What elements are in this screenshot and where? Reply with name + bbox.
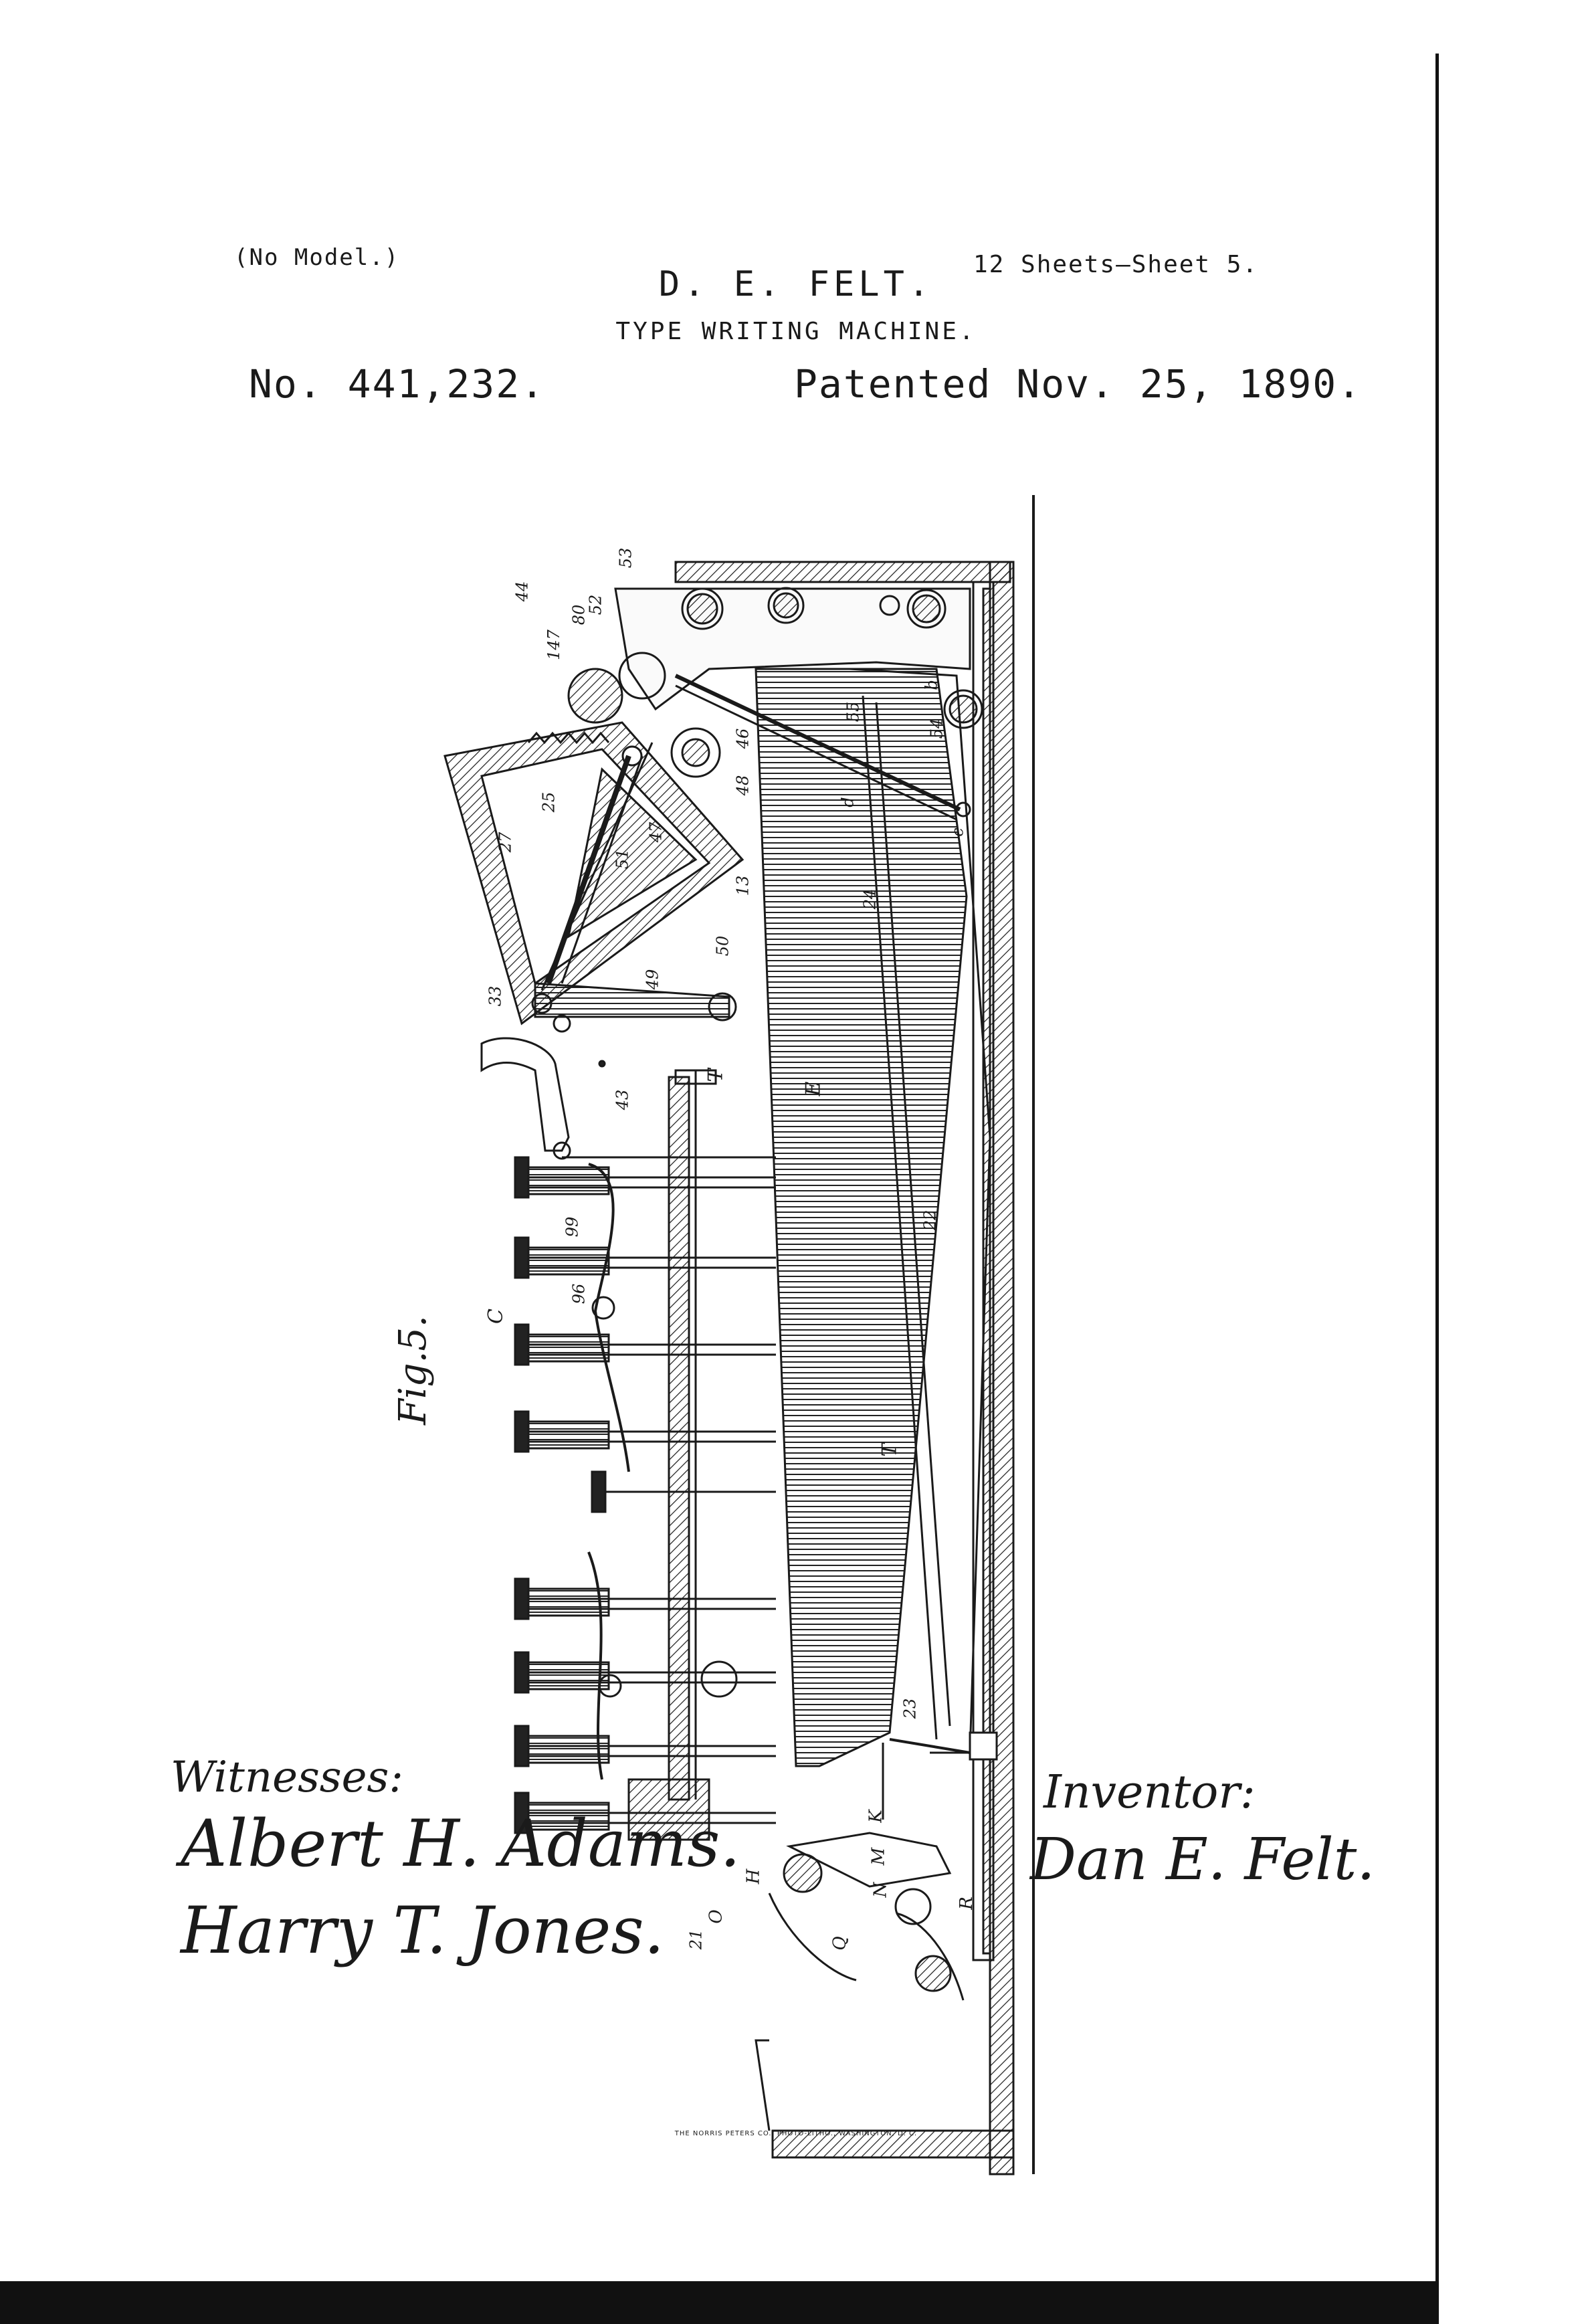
witnesses-label: Witnesses:	[171, 1753, 403, 1802]
ref-label: 46	[733, 728, 753, 749]
ref-label: 23	[900, 1698, 920, 1719]
ref-label: M	[868, 1847, 889, 1866]
ref-label: O	[706, 1909, 726, 1924]
ref-label: 49	[643, 969, 662, 990]
witness-signature-1: Albert H. Adams.	[181, 1806, 740, 1881]
ref-label: 21	[686, 1929, 706, 1950]
case-bottom-rail	[771, 2129, 1015, 2159]
ref-label: 27	[496, 832, 515, 853]
beam-e	[755, 668, 968, 1767]
patented-date: Patented Nov. 25, 1890.	[794, 361, 1363, 407]
ref-label: 96	[569, 1283, 589, 1304]
witness-signature-2: Harry T. Jones.	[181, 1893, 665, 1968]
scan-bottom-border	[0, 2281, 1439, 2324]
ref-label: 53	[616, 547, 635, 569]
patent-number: No. 441,232.	[249, 361, 546, 407]
ref-label: Q	[829, 1936, 850, 1951]
ref-label: 33	[486, 985, 505, 1007]
printer-credit: THE NORRIS PETERS CO., PHOTO-LITHO., WAS…	[674, 2130, 918, 2137]
figure-label: Fig.5.	[391, 1315, 435, 1425]
ref-label: E	[801, 1081, 825, 1096]
ref-label: 43	[613, 1089, 632, 1110]
ref-label: b	[922, 680, 941, 690]
ref-label: 147	[544, 630, 563, 660]
ref-label: 99	[563, 1216, 582, 1238]
ref-label: c	[948, 828, 967, 837]
ref-label: N	[870, 1882, 891, 1898]
ref-label: T	[878, 1443, 902, 1457]
ref-label: 51	[613, 848, 632, 870]
ref-label: 80	[569, 604, 589, 625]
ref-label: K	[866, 1810, 886, 1823]
sheet-count-label: 12 Sheets—Sheet 5.	[973, 251, 1259, 278]
ref-label: 25	[539, 791, 559, 813]
key-stems	[514, 1156, 777, 1834]
scan-right-border	[1435, 54, 1439, 2281]
ref-label: R	[956, 1897, 977, 1910]
ref-label: 47	[646, 821, 666, 843]
ref-label: 22	[920, 1209, 940, 1231]
ref-label: H	[743, 1868, 764, 1884]
ref-label: 54	[927, 718, 947, 739]
ref-label: 13	[733, 875, 753, 896]
ref-label: 24	[860, 888, 880, 910]
no-model-label: (No Model.)	[234, 244, 400, 271]
ref-label: 50	[713, 935, 732, 957]
ref-label: 48	[733, 775, 753, 796]
patent-title: TYPE WRITING MACHINE.	[615, 318, 977, 345]
ref-label: C	[484, 1309, 508, 1324]
ref-label: 52	[586, 594, 605, 615]
ref-label: 55	[843, 701, 863, 722]
ref-label: d	[838, 797, 858, 807]
case-top-rail	[674, 561, 1011, 583]
inventor-label: Inventor:	[1043, 1766, 1256, 1819]
ref-label: 44	[512, 581, 532, 602]
inventor-signature: Dan E. Felt.	[1030, 1826, 1375, 1893]
ref-label: T	[704, 1068, 728, 1082]
inventor-name-heading: D. E. FELT.	[658, 264, 934, 304]
